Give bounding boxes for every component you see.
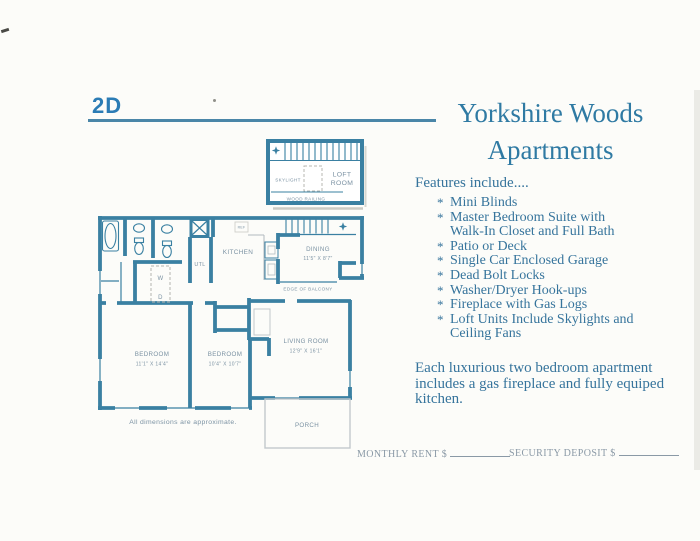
main-stairs (285, 219, 329, 234)
kitchen-label: KITCHEN (223, 249, 254, 256)
feature-item: * Mini Blinds (437, 195, 634, 211)
toilet (161, 240, 173, 247)
monthly-rent-field: MONTHLY RENT $ (357, 446, 511, 460)
scan-artifact (213, 99, 216, 102)
living-room-label: LIVING ROOM (283, 338, 328, 345)
bathtub (101, 220, 120, 252)
security-deposit-label: SECURITY DEPOSIT $ (509, 448, 616, 459)
kitchen-counter (248, 234, 265, 280)
scan-artifact (0, 27, 10, 33)
bullet: * (437, 311, 444, 327)
balcony-edge-label: EDGE OF BALCONY (283, 287, 332, 292)
feature-item: * Loft Units Include Skylights and Ceilin… (437, 311, 634, 342)
bedroom2-dimensions: 10'4" X 10'7" (209, 362, 242, 368)
bullet: * (437, 282, 444, 298)
toilet (133, 237, 145, 244)
stair-direction-icon (338, 222, 348, 231)
dimensions-note: All dimensions are approximate. (129, 419, 237, 426)
feature-text: Mini Blinds (450, 195, 518, 210)
title-line-1: Yorkshire Woods (457, 98, 644, 128)
monthly-rent-label: MONTHLY RENT $ (357, 449, 448, 460)
bullet: * (437, 267, 444, 283)
dryer-label: D (158, 295, 163, 301)
bullet: * (437, 238, 444, 254)
loft-section: SKYLIGHT LOFT ROOM WOOD RAILING (266, 139, 367, 210)
description-paragraph: Each luxurious two bedroom apartment inc… (415, 360, 665, 407)
porch-outline (264, 398, 351, 449)
bullet: * (437, 209, 444, 225)
loft-room-label-1: LOFT (333, 172, 352, 179)
feature-item: * Fireplace with Gas Logs (437, 298, 634, 313)
floorplan-code-label: 2D (92, 93, 123, 118)
feature-text: Patio or Deck (450, 238, 527, 254)
header-rule (88, 119, 436, 122)
feature-text: Master Bedroom Suite with Walk-In Closet… (450, 209, 615, 240)
utility-label: UTL (194, 262, 205, 268)
dining-dimensions: 11'5" X 8'7" (303, 256, 332, 262)
living-room-dimensions: 12'9" X 16'1" (290, 349, 323, 355)
kitchen-appliances (264, 241, 279, 280)
bullet: * (437, 195, 444, 210)
refrigerator-outline (234, 221, 249, 233)
features-heading: Features include.... (415, 175, 529, 191)
monthly-rent-blank (450, 446, 511, 457)
feature-text: Dead Bolt Locks (450, 267, 545, 283)
bedroom1-dimensions: 11'1" X 14'4" (136, 362, 168, 368)
bullet: * (437, 253, 444, 269)
feature-text: Washer/Dryer Hook-ups (450, 282, 587, 298)
feature-item: * Single Car Enclosed Garage (437, 254, 634, 269)
refrigerator-label: REF (238, 226, 246, 230)
wood-railing-label: WOOD RAILING (287, 197, 326, 202)
feature-item: * Dead Bolt Locks (437, 267, 634, 284)
bathroom-fixtures (101, 220, 174, 259)
title-line-2: Apartments (487, 135, 614, 165)
porch-label: PORCH (295, 422, 319, 429)
walls-thick (98, 216, 364, 410)
closet-x-box (189, 218, 210, 238)
sink (132, 223, 146, 233)
loft-stairs (270, 142, 360, 162)
bedroom2-label: BEDROOM (208, 351, 242, 358)
page-title: Yorkshire Woods Apartments (423, 95, 678, 169)
loft-room-label-2: ROOM (331, 180, 354, 187)
sink (160, 224, 174, 234)
washer-dryer-closet (150, 265, 171, 303)
feature-item: * Washer/Dryer Hook-ups (437, 282, 634, 299)
skylight-outline (303, 165, 323, 192)
compass-star-icon (271, 146, 281, 155)
skylight-label: SKYLIGHT (275, 178, 301, 183)
living-closet (253, 308, 271, 336)
security-deposit-field: SECURITY DEPOSIT $ (509, 445, 679, 459)
security-deposit-blank (618, 445, 679, 456)
feature-text: Loft Units Include Skylights and Ceiling… (450, 311, 634, 342)
floorplan-drawing: SKYLIGHT LOFT ROOM WOOD RAILING W D REF (98, 139, 367, 449)
dining-label: DINING (306, 246, 330, 253)
washer-label: W (157, 276, 163, 282)
bedroom1-label: BEDROOM (135, 351, 169, 358)
walls-thin-windows-doors (99, 220, 363, 409)
scan-edge-shadow (694, 90, 700, 470)
feature-item: * Patio or Deck (437, 238, 634, 255)
feature-item: * Master Bedroom Suite with Walk-In Close… (437, 209, 634, 240)
features-list: Features include.... * Mini Blinds * Maste… (415, 175, 634, 342)
feature-text: Single Car Enclosed Garage (450, 253, 609, 269)
bullet: * (437, 297, 444, 313)
feature-text: Fireplace with Gas Logs (450, 297, 588, 313)
